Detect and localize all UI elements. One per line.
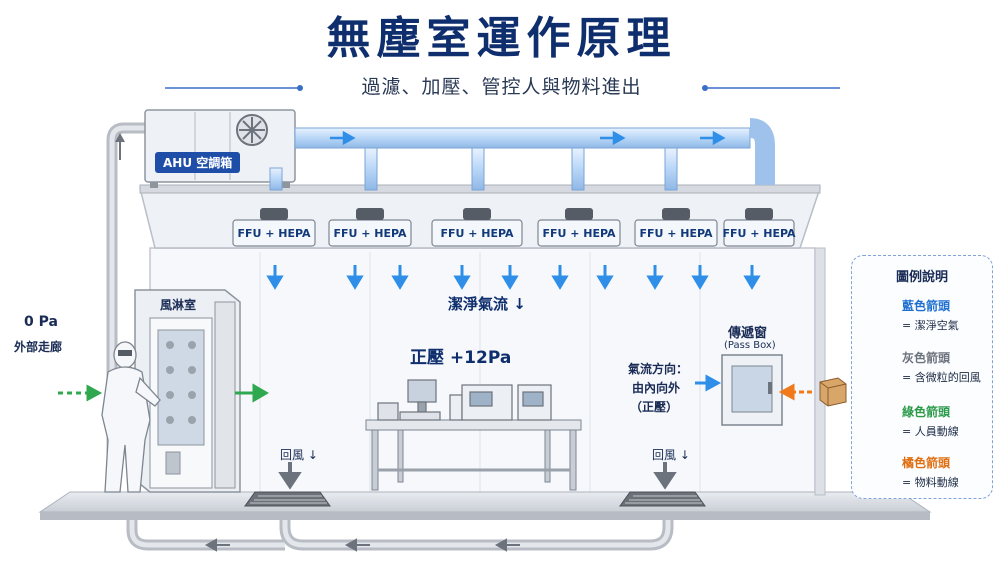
person-in-cleanroom-suit bbox=[101, 341, 161, 493]
cleanroom-shell bbox=[38, 184, 932, 520]
ffu-frames bbox=[232, 208, 795, 247]
material-box-icon bbox=[819, 377, 847, 407]
ahu-label: AHU 空調箱 bbox=[155, 152, 241, 173]
legend-title: 圖例說明 bbox=[895, 270, 948, 285]
pressure-label: 正壓 +12Pa bbox=[410, 348, 512, 368]
pass-box-label: 傳遞窗 bbox=[728, 326, 768, 341]
clean-airflow-label: 潔淨氣流 ↓ bbox=[448, 295, 526, 313]
air-shower bbox=[134, 289, 241, 493]
personnel-flow-arrows bbox=[58, 383, 269, 403]
legend-item-gray-name: 灰色箭頭 bbox=[902, 351, 951, 365]
legend-item-orange-desc: = 物料動線 bbox=[902, 476, 959, 489]
ffu-label: FFU + HEPA bbox=[542, 227, 616, 240]
clean-air-arrows bbox=[266, 265, 761, 290]
ffu-label: FFU + HEPA bbox=[333, 227, 407, 240]
pass-box bbox=[721, 354, 783, 426]
subtitle-decoration bbox=[165, 85, 840, 91]
return-air-label-left: 回風 ↓ bbox=[280, 448, 318, 462]
supply-air-duct bbox=[269, 118, 775, 191]
outside-pressure: 0 Pa bbox=[24, 314, 58, 330]
airflow-direction-line3: （正壓） bbox=[630, 400, 679, 414]
return-air-pipe bbox=[106, 122, 674, 552]
legend-item-green-desc: = 人員動線 bbox=[902, 425, 959, 438]
lab-equipment bbox=[377, 379, 552, 421]
page-subtitle: 過濾、加壓、管控人與物料進出 bbox=[361, 76, 642, 98]
outside-corridor-label: 外部走廊 bbox=[14, 340, 63, 354]
legend-item-gray-desc: = 含微粒的回風 bbox=[902, 371, 981, 384]
ffu-label: FFU + HEPA bbox=[722, 227, 796, 240]
ffu-label: FFU + HEPA bbox=[237, 227, 311, 240]
return-air-label-right: 回風 ↓ bbox=[652, 448, 690, 462]
legend-item-green-name: 綠色箭頭 bbox=[902, 405, 951, 419]
ffu-label: FFU + HEPA bbox=[440, 227, 514, 240]
page-title: 無塵室運作原理 bbox=[326, 13, 677, 64]
air-shower-label: 風淋室 bbox=[160, 298, 197, 312]
material-flow-arrow bbox=[778, 383, 812, 401]
legend-item-orange-name: 橘色箭頭 bbox=[902, 456, 951, 470]
outward-airflow-arrow bbox=[695, 374, 722, 392]
airflow-direction-line1: 氣流方向： bbox=[628, 362, 689, 376]
return-air-grilles bbox=[244, 462, 706, 507]
ffu-label: FFU + HEPA bbox=[639, 227, 713, 240]
pass-box-english-label: (Pass Box) bbox=[724, 340, 776, 351]
legend-item-blue-desc: = 潔淨空氣 bbox=[902, 319, 959, 332]
legend-item-blue-name: 藍色箭頭 bbox=[902, 299, 951, 313]
legend-panel: 圖例說明 藍色箭頭 = 潔淨空氣 灰色箭頭 = 含微粒的回風 綠色箭頭 = 人員… bbox=[851, 255, 993, 499]
airflow-direction-line2: 由內向外 bbox=[632, 381, 681, 395]
